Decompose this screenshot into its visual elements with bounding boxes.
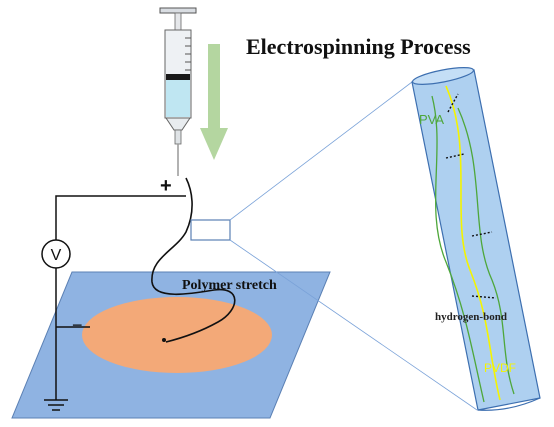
jet-tip [162, 338, 166, 342]
fiber-deposit [82, 297, 272, 373]
zoom-line-bottom [229, 239, 478, 411]
positive-wire [55, 195, 186, 240]
hydrogen-bond-label: hydrogen-bond [435, 311, 507, 323]
hydrogen-bond-mark [445, 153, 465, 159]
zoom-box [190, 219, 231, 241]
pva-label: PVA [419, 112, 444, 127]
positive-label: + [160, 175, 172, 197]
pvdf-chain [445, 85, 501, 401]
diagram-title: Electrospinning Process [246, 34, 471, 59]
zoom-line-top [229, 81, 413, 221]
hydrogen-bond-mark [471, 231, 493, 237]
voltmeter-label: V [51, 247, 62, 264]
pva-chain [457, 107, 515, 395]
hydrogen-bond-mark [447, 93, 459, 113]
polymer-jet [151, 177, 236, 343]
syringe-icon [159, 7, 197, 176]
negative-label: − [72, 315, 83, 335]
down-arrow-icon [200, 44, 228, 160]
polymer-stretch-label: Polymer stretch [182, 278, 277, 293]
pva-chain [431, 95, 485, 403]
voltmeter-icon [41, 239, 71, 269]
hydrogen-bond-mark [471, 295, 497, 299]
magnified-fiber [411, 67, 541, 411]
pvdf-label: PVDF [484, 361, 516, 375]
ground-icon [44, 399, 68, 411]
